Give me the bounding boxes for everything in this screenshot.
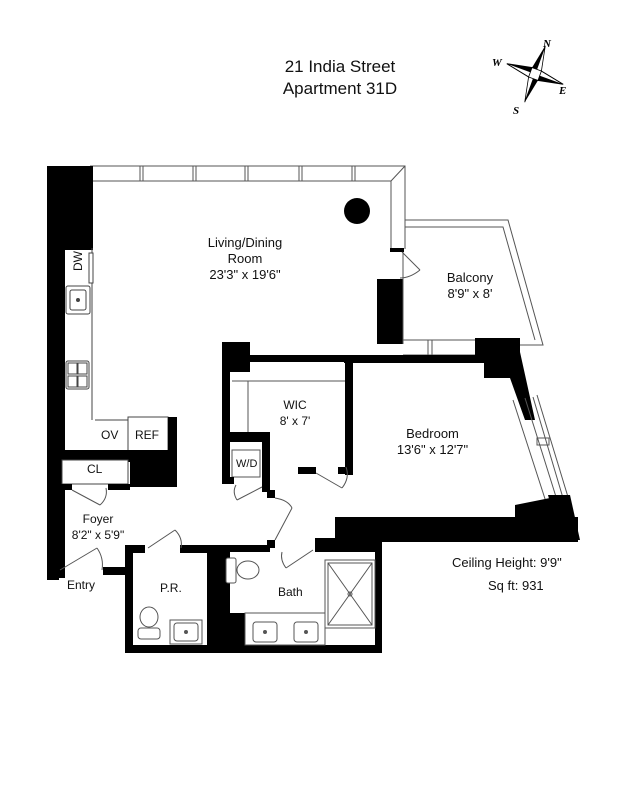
balcony-name: Balcony bbox=[446, 270, 494, 285]
compass-e-label: E bbox=[558, 85, 566, 97]
refrigerator-label: REF bbox=[135, 428, 159, 442]
washer-dryer-label: W/D bbox=[236, 458, 258, 470]
wic-label: WIC 8' x 7' bbox=[260, 397, 330, 429]
living-room-label: Living/Dining Room 23'3" x 19'6" bbox=[170, 235, 320, 283]
living-room-name-2: Room bbox=[227, 251, 263, 266]
kitchen-counter bbox=[65, 248, 169, 454]
oven-label: OV bbox=[101, 428, 119, 442]
closet-label: CL bbox=[87, 462, 103, 476]
plan-title: 21 India Street Apartment 31D bbox=[240, 56, 440, 100]
foyer-label: Foyer 8'2" x 5'9" bbox=[58, 511, 138, 543]
square-footage: Sq ft: 931 bbox=[488, 578, 544, 593]
compass-w-label: W bbox=[492, 57, 503, 69]
foyer-dims: 8'2" x 5'9" bbox=[71, 528, 125, 542]
wic-name: WIC bbox=[283, 398, 307, 412]
powder-room-label: P.R. bbox=[160, 581, 182, 595]
entry-label: Entry bbox=[67, 578, 96, 592]
ceiling-height: Ceiling Height: 9'9" bbox=[452, 555, 562, 570]
compass-n-label: N bbox=[542, 38, 552, 50]
compass-rose-icon: N W E S bbox=[492, 38, 566, 116]
compass-s-label: S bbox=[513, 105, 519, 116]
address-title: 21 India Street bbox=[284, 57, 396, 76]
balcony-label: Balcony 8'9" x 8' bbox=[420, 270, 520, 302]
wic-dims: 8' x 7' bbox=[279, 414, 311, 428]
foyer-name: Foyer bbox=[82, 512, 114, 526]
unit-title: Apartment 31D bbox=[282, 79, 398, 98]
washer-dryer bbox=[231, 449, 261, 478]
balcony-dims: 8'9" x 8' bbox=[447, 286, 493, 301]
bath-label: Bath bbox=[278, 585, 303, 599]
living-room-dims: 23'3" x 19'6" bbox=[209, 267, 281, 282]
dishwasher-label: DW bbox=[71, 251, 85, 271]
bedroom-dims: 13'6" x 12'7" bbox=[396, 442, 469, 457]
bedroom-label: Bedroom 13'6" x 12'7" bbox=[380, 426, 485, 458]
left-wall bbox=[47, 166, 93, 250]
structural-column bbox=[344, 198, 370, 224]
living-room-name-1: Living/Dining bbox=[207, 235, 283, 250]
living-window bbox=[90, 165, 406, 249]
closet bbox=[61, 459, 129, 485]
bedroom-name: Bedroom bbox=[406, 426, 459, 441]
